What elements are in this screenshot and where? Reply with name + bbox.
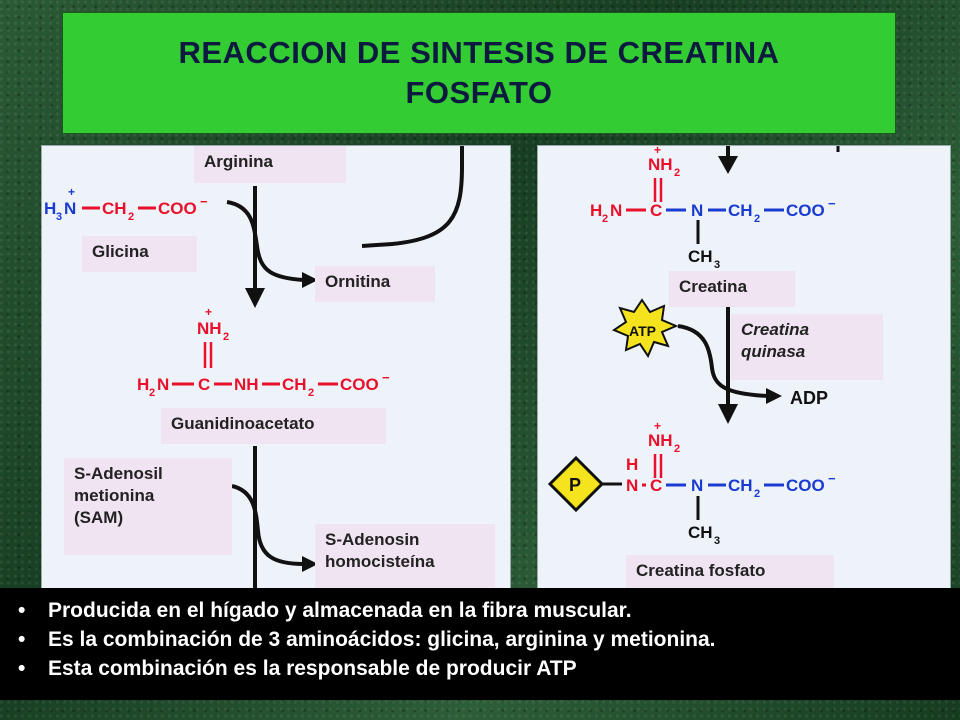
svg-text:CH: CH [282, 375, 307, 394]
svg-text:3: 3 [714, 535, 720, 547]
title-line-2: FOSFATO [405, 75, 553, 110]
bullet-icon: • [18, 628, 26, 651]
svg-text:−: − [828, 196, 836, 211]
bullet-text: Producida en el hígado y almacenada en l… [48, 599, 632, 622]
arrow-down-icon [718, 156, 738, 174]
glicina-label: Glicina [82, 236, 197, 272]
bullet-icon: • [18, 599, 26, 622]
svg-text:+: + [654, 419, 661, 433]
svg-text:N: N [157, 375, 169, 394]
svg-text:NH: NH [648, 431, 673, 450]
creatina-fosfato-label: Creatina fosfato [626, 555, 834, 589]
svg-text:COO: COO [340, 375, 379, 394]
svg-text:3: 3 [714, 259, 720, 271]
creatina-structure: NH 2 + H 2 N C N CH 2 COO − CH 3 [590, 146, 836, 271]
bullet-icon: • [18, 657, 26, 680]
svg-text:CH: CH [688, 523, 713, 542]
svg-text:NH: NH [648, 155, 673, 174]
glicina-structure: H 3 N + CH 2 COO − [44, 185, 208, 223]
bullet-text: Es la combinación de 3 aminoácidos: glic… [48, 628, 716, 651]
svg-text:2: 2 [223, 331, 229, 343]
bullet-item: • Esta combinación es la responsable de p… [18, 654, 960, 683]
svg-text:+: + [654, 146, 661, 157]
arginina-label: Arginina [194, 146, 346, 183]
svg-text:C: C [650, 476, 662, 495]
svg-text:2: 2 [754, 213, 760, 225]
svg-text:C: C [650, 201, 662, 220]
creatina-quinasa-line-1: Creatina [741, 320, 810, 339]
svg-text:COO: COO [786, 476, 825, 495]
svg-text:NH: NH [197, 319, 222, 338]
creatina-quinasa-line-2: quinasa [741, 342, 806, 361]
adp-text: ADP [790, 388, 828, 408]
sam-label-line-3: (SAM) [74, 508, 124, 527]
arrow-down-icon [718, 404, 738, 424]
guanidinoacetato-label: Guanidinoacetato [161, 408, 386, 444]
sam-label-line-2: metionina [74, 486, 155, 505]
svg-text:H: H [44, 199, 56, 218]
svg-text:H: H [626, 455, 638, 474]
svg-text:3: 3 [56, 211, 62, 223]
sam-label: S-Adenosil metionina (SAM) [64, 458, 232, 555]
creatina-quinasa-label: Creatina quinasa [731, 314, 883, 380]
arrow-right-icon [766, 388, 782, 404]
svg-text:CH: CH [102, 199, 127, 218]
svg-text:2: 2 [128, 211, 134, 223]
right-panel: NH 2 + H 2 N C N CH 2 COO − CH 3 ATP [537, 145, 951, 590]
title-line-1: REACCION DE SINTESIS DE CREATINA [178, 35, 780, 70]
ornitina-label: Ornitina [315, 266, 435, 302]
arrow-down-icon [245, 288, 265, 308]
left-reaction-diagram: H 3 N + CH 2 COO − NH 2 + H 2 N [44, 146, 464, 589]
svg-text:N: N [691, 476, 703, 495]
svg-text:2: 2 [149, 387, 155, 399]
svg-text:NH: NH [234, 375, 259, 394]
creatina-label: Creatina [669, 271, 795, 307]
svg-text:−: − [828, 471, 836, 486]
phosphate-text: P [569, 475, 581, 495]
left-panel: H 3 N + CH 2 COO − NH 2 + H 2 N [41, 145, 511, 590]
sah-label-line-2: homocisteína [325, 552, 435, 571]
sam-label-line-1: S-Adenosil [74, 464, 163, 483]
right-reaction-diagram: NH 2 + H 2 N C N CH 2 COO − CH 3 ATP [547, 146, 840, 547]
bullet-text: Esta combinación es la responsable de pr… [48, 657, 577, 680]
creatina-fosfato-structure: NH 2 + H N C N CH 2 COO − CH 3 [626, 419, 836, 547]
svg-text:−: − [200, 194, 208, 209]
svg-text:2: 2 [674, 167, 680, 179]
title-box: REACCION DE SINTESIS DE CREATINA FOSFATO [62, 12, 896, 134]
svg-text:COO: COO [158, 199, 197, 218]
arrow-right-icon [302, 272, 318, 288]
svg-text:+: + [205, 305, 212, 319]
svg-text:2: 2 [674, 443, 680, 455]
svg-text:CH: CH [728, 476, 753, 495]
bullet-box: • Producida en el hígado y almacenada en … [0, 588, 960, 700]
svg-text:2: 2 [602, 213, 608, 225]
sah-label: S-Adenosin homocisteína [315, 524, 495, 589]
atp-text: ATP [629, 323, 656, 339]
svg-text:N: N [64, 199, 76, 218]
svg-text:2: 2 [754, 488, 760, 500]
svg-text:N: N [626, 476, 638, 495]
bullet-list: • Producida en el hígado y almacenada en … [0, 588, 960, 683]
phosphate-icon: P [547, 455, 622, 513]
svg-text:+: + [68, 185, 75, 199]
svg-text:COO: COO [786, 201, 825, 220]
svg-text:N: N [691, 201, 703, 220]
svg-text:H: H [590, 201, 602, 220]
svg-text:−: − [382, 370, 390, 385]
atp-icon: ATP [611, 298, 679, 359]
svg-text:N: N [610, 201, 622, 220]
svg-text:CH: CH [728, 201, 753, 220]
svg-text:CH: CH [688, 247, 713, 266]
svg-text:C: C [198, 375, 210, 394]
sah-label-line-1: S-Adenosin [325, 530, 420, 549]
arrow-right-icon [302, 556, 318, 572]
svg-text:H: H [137, 375, 149, 394]
svg-text:2: 2 [308, 387, 314, 399]
bullet-item: • Producida en el hígado y almacenada en … [18, 596, 960, 625]
guanidinoacetato-structure: NH 2 + H 2 N C NH CH 2 COO − [137, 305, 390, 399]
bullet-item: • Es la combinación de 3 aminoácidos: gli… [18, 625, 960, 654]
